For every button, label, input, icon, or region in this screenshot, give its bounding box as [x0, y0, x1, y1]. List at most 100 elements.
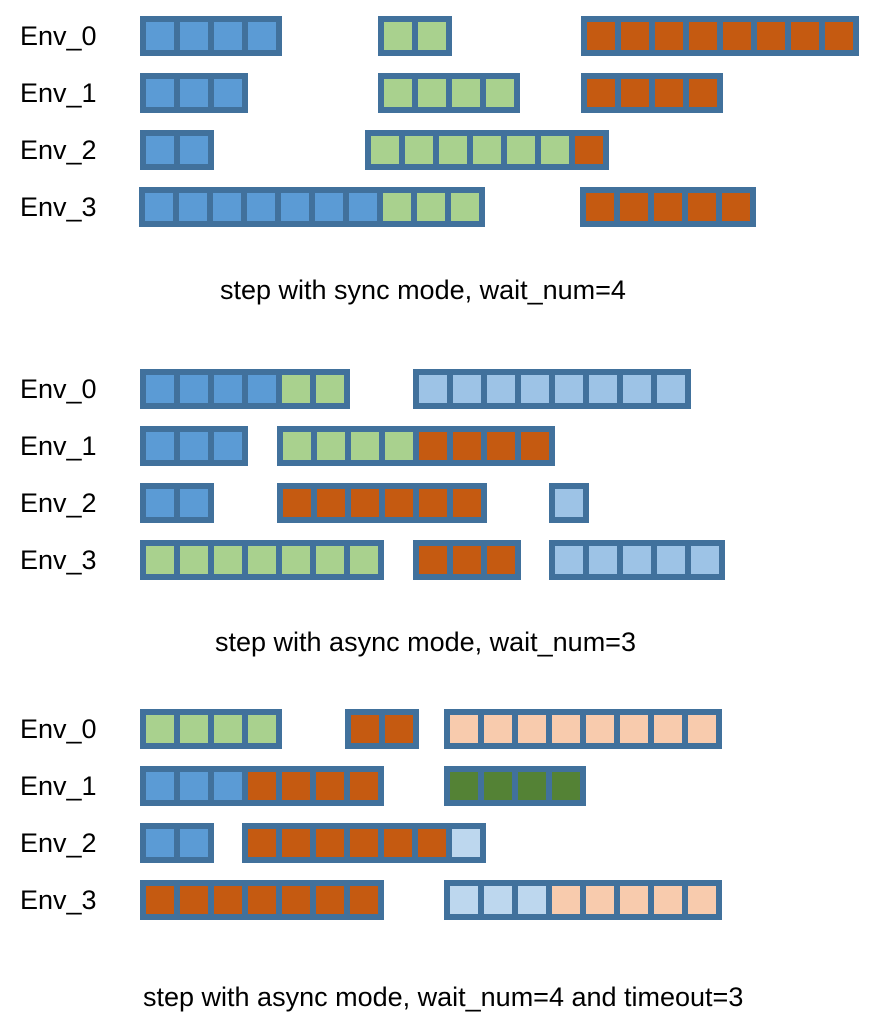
step-cell-orange — [316, 772, 344, 800]
step-cell-orange — [689, 22, 717, 50]
step-bar — [413, 540, 521, 580]
step-bar — [378, 16, 452, 56]
step-bar — [581, 16, 859, 56]
step-cell-orange — [587, 79, 615, 107]
step-bar — [549, 483, 589, 523]
env-label: Env_2 — [20, 135, 97, 165]
env-label: Env_0 — [20, 374, 97, 404]
step-cell-orange — [385, 715, 413, 743]
step-cell-dark-green — [552, 772, 580, 800]
step-bar — [140, 540, 384, 580]
step-cell-pale-blue — [484, 886, 512, 914]
step-cell-green — [350, 546, 378, 574]
step-cell-blue — [145, 193, 173, 221]
step-cell-green — [146, 546, 174, 574]
step-cell-orange — [316, 886, 344, 914]
step-cell-orange — [248, 886, 276, 914]
panel-caption: step with async mode, wait_num=4 and tim… — [143, 982, 744, 1012]
step-cell-orange — [689, 79, 717, 107]
step-cell-blue — [146, 136, 174, 164]
step-cell-orange — [621, 22, 649, 50]
step-bar — [139, 187, 485, 227]
step-cell-blue — [146, 79, 174, 107]
step-cell-orange — [248, 772, 276, 800]
step-cell-blue — [180, 79, 208, 107]
step-cell-dark-green — [518, 772, 546, 800]
step-cell-light-blue — [419, 375, 447, 403]
step-cell-blue — [180, 772, 208, 800]
step-cell-light-blue — [657, 546, 685, 574]
env-label: Env_2 — [20, 488, 97, 518]
step-bar — [444, 766, 586, 806]
step-cell-light-orange — [688, 886, 716, 914]
step-cell-orange — [621, 79, 649, 107]
step-cell-pale-blue — [450, 886, 478, 914]
step-cell-orange — [723, 22, 751, 50]
step-cell-orange — [419, 432, 447, 460]
step-bar — [140, 369, 350, 409]
step-cell-orange — [620, 193, 648, 221]
step-cell-orange — [722, 193, 750, 221]
step-cell-green — [371, 136, 399, 164]
step-bar — [444, 709, 722, 749]
step-bar — [140, 426, 248, 466]
step-bar — [365, 130, 609, 170]
step-cell-light-orange — [586, 886, 614, 914]
step-cell-orange — [316, 829, 344, 857]
step-bar — [140, 709, 282, 749]
step-cell-blue — [214, 375, 242, 403]
step-cell-orange — [825, 22, 853, 50]
step-cell-orange — [587, 22, 615, 50]
step-cell-orange — [487, 432, 515, 460]
step-cell-orange — [351, 715, 379, 743]
step-cell-blue — [180, 375, 208, 403]
step-cell-green — [452, 79, 480, 107]
step-cell-light-blue — [623, 546, 651, 574]
step-cell-orange — [655, 79, 683, 107]
step-cell-light-blue — [453, 375, 481, 403]
step-cell-blue — [214, 22, 242, 50]
step-cell-light-orange — [620, 886, 648, 914]
step-cell-blue — [247, 193, 275, 221]
step-cell-orange — [146, 886, 174, 914]
step-bar — [580, 187, 756, 227]
step-cell-green — [385, 432, 413, 460]
step-cell-light-blue — [521, 375, 549, 403]
step-cell-light-orange — [620, 715, 648, 743]
step-bar — [444, 880, 722, 920]
step-cell-dark-green — [450, 772, 478, 800]
step-cell-orange — [453, 489, 481, 517]
step-cell-orange — [350, 886, 378, 914]
step-cell-dark-green — [484, 772, 512, 800]
step-cell-green — [383, 193, 411, 221]
step-bar — [581, 73, 723, 113]
step-cell-orange — [521, 432, 549, 460]
step-cell-blue — [179, 193, 207, 221]
env-label: Env_3 — [20, 885, 97, 915]
step-cell-orange — [282, 829, 310, 857]
step-cell-green — [439, 136, 467, 164]
step-cell-green — [405, 136, 433, 164]
step-cell-light-blue — [555, 489, 583, 517]
step-cell-orange — [317, 489, 345, 517]
step-cell-green — [282, 375, 310, 403]
step-cell-light-orange — [654, 886, 682, 914]
step-cell-orange — [419, 489, 447, 517]
step-cell-orange — [283, 489, 311, 517]
step-cell-green — [384, 79, 412, 107]
step-cell-orange — [350, 829, 378, 857]
step-cell-blue — [146, 22, 174, 50]
step-cell-green — [351, 432, 379, 460]
step-cell-green — [417, 193, 445, 221]
env-label: Env_2 — [20, 828, 97, 858]
step-cell-pale-blue — [452, 829, 480, 857]
panel-caption: step with async mode, wait_num=3 — [215, 627, 636, 657]
step-cell-green — [451, 193, 479, 221]
step-cell-orange — [419, 546, 447, 574]
env-label: Env_3 — [20, 545, 97, 575]
step-cell-green — [146, 715, 174, 743]
step-cell-green — [317, 432, 345, 460]
step-cell-light-blue — [555, 546, 583, 574]
step-cell-orange — [248, 829, 276, 857]
step-cell-orange — [214, 886, 242, 914]
